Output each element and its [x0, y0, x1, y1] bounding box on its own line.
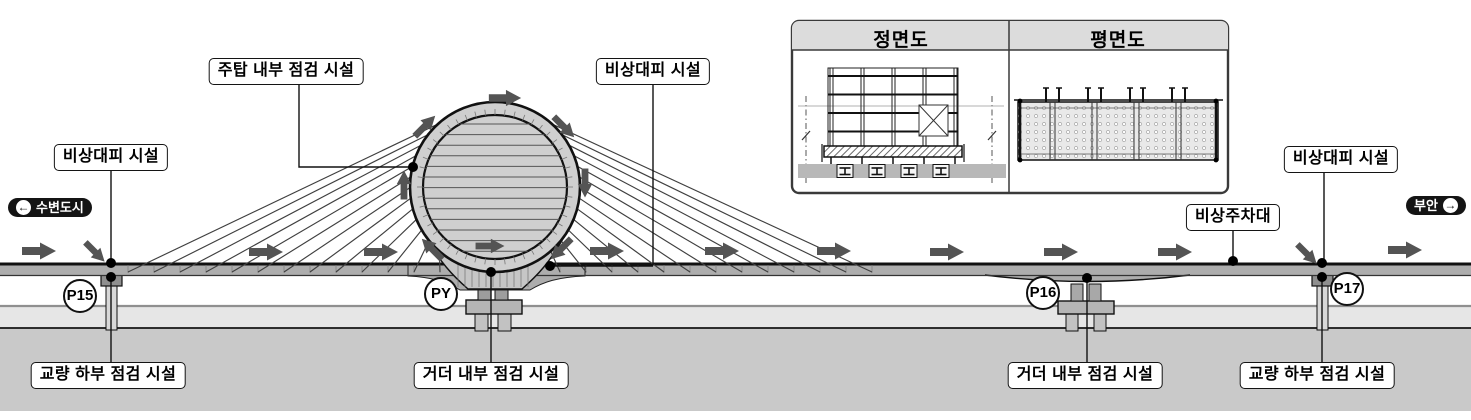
- inset-title-front-view: 정면도: [873, 30, 929, 51]
- inset-title-plan-view: 평면도: [1090, 30, 1146, 51]
- direction-badge-east-label: 부안: [1414, 198, 1438, 213]
- callout-girder-inspection-center: 거더 내부 점검 시설: [413, 362, 569, 389]
- callout-emergency-parking: 비상주차대: [1185, 204, 1281, 231]
- pier-label-p15: P15: [63, 279, 97, 313]
- callout-evac-left: 비상대피 시설: [53, 144, 169, 171]
- callout-evac-right: 비상대피 시설: [1283, 146, 1399, 173]
- direction-badge-west: ← 수변도시: [8, 198, 92, 217]
- callout-underside-inspection-right: 교량 하부 점검 시설: [1239, 362, 1395, 389]
- pier-label-py: PY: [424, 277, 458, 311]
- pier-label-p17: P17: [1330, 272, 1364, 306]
- east-arrow-icon: →: [1442, 198, 1458, 213]
- direction-badge-east: 부안 →: [1406, 196, 1466, 215]
- west-arrow-icon: ←: [16, 200, 31, 215]
- direction-badge-west-label: 수변도시: [36, 200, 84, 215]
- callout-evac-center: 비상대피 시설: [595, 58, 711, 85]
- callout-girder-inspection-right: 거더 내부 점검 시설: [1007, 362, 1163, 389]
- callout-pylon-inspection: 주탑 내부 점검 시설: [208, 58, 364, 85]
- callout-underside-inspection-left: 교량 하부 점검 시설: [30, 362, 186, 389]
- pier-label-p16: P16: [1026, 276, 1060, 310]
